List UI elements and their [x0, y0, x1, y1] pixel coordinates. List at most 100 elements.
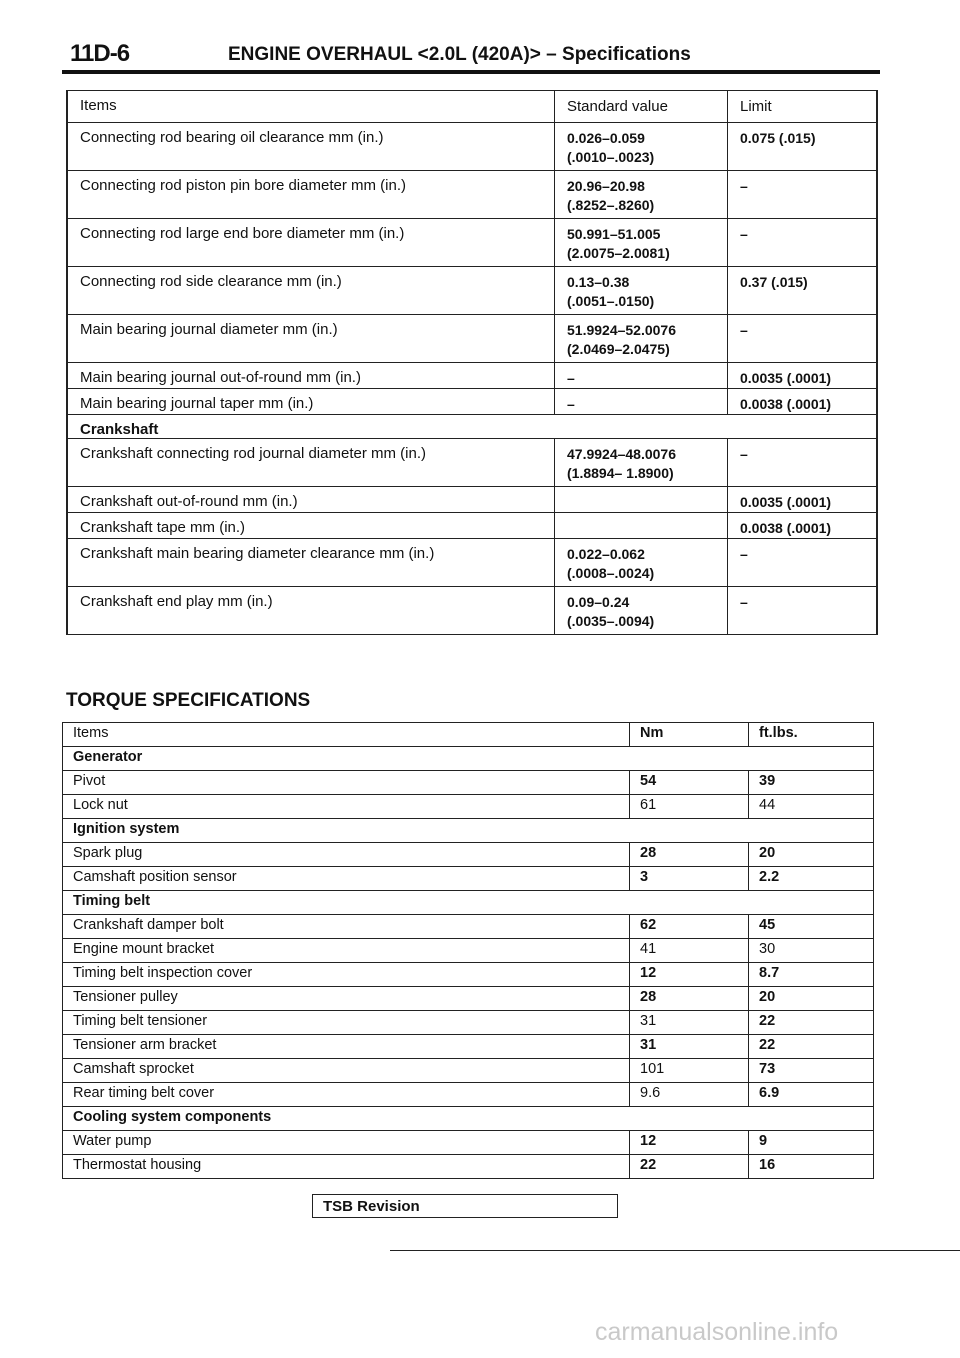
torque-section-label: Generator	[62, 746, 874, 771]
torque-section-row: Cooling system components	[62, 1106, 874, 1131]
spec-limit: –	[727, 438, 878, 487]
spec-standard-value: 0.022–0.062 (.0008–.0024)	[554, 538, 728, 587]
torque-nm: 101	[629, 1058, 749, 1083]
spec-row: Crankshaft out-of-round mm (in.) 0.0035 (…	[66, 486, 878, 513]
spec-row: Main bearing journal taper mm (in.)–0.00…	[66, 388, 878, 415]
torque-item: Crankshaft damper bolt	[62, 914, 630, 939]
torque-item: Timing belt inspection cover	[62, 962, 630, 987]
torque-ftlbs: 9	[748, 1130, 874, 1155]
torque-nm: 12	[629, 1130, 749, 1155]
torque-nm: 28	[629, 986, 749, 1011]
torque-nm: 54	[629, 770, 749, 795]
spec-item: Crankshaft end play mm (in.)	[66, 586, 555, 635]
torque-item: Water pump	[62, 1130, 630, 1155]
spec-section-label: Crankshaft	[66, 414, 878, 439]
spec-section-row: Crankshaft	[66, 414, 878, 439]
torque-ftlbs: 39	[748, 770, 874, 795]
torque-section-row: Generator	[62, 746, 874, 771]
torque-ftlbs: 6.9	[748, 1082, 874, 1107]
spec-item: Crankshaft out-of-round mm (in.)	[66, 486, 555, 513]
torque-nm: 12	[629, 962, 749, 987]
torque-nm: 41	[629, 938, 749, 963]
torque-section-label: Cooling system components	[62, 1106, 874, 1131]
spec-standard-value	[554, 512, 728, 539]
spec-row: Connecting rod side clearance mm (in.)0.…	[66, 266, 878, 315]
spec-row: Crankshaft connecting rod journal diamet…	[66, 438, 878, 487]
spec-standard-value: 0.09–0.24 (.0035–.0094)	[554, 586, 728, 635]
torque-section-label: Ignition system	[62, 818, 874, 843]
torque-header-cell: Nm	[629, 722, 749, 747]
footer-rule	[390, 1250, 960, 1251]
spec-limit: –	[727, 218, 878, 267]
torque-item: Timing belt tensioner	[62, 1010, 630, 1035]
spec-standard-value	[554, 486, 728, 513]
spec-limit: 0.0035 (.0001)	[727, 486, 878, 513]
spec-header-cell: Standard value	[554, 90, 728, 123]
torque-item: Pivot	[62, 770, 630, 795]
page-title: ENGINE OVERHAUL <2.0L (420A)> – Specific…	[228, 44, 691, 65]
spec-limit: –	[727, 538, 878, 587]
spec-limit: –	[727, 170, 878, 219]
spec-limit: 0.0038 (.0001)	[727, 388, 878, 415]
torque-nm: 3	[629, 866, 749, 891]
spec-item: Connecting rod piston pin bore diameter …	[66, 170, 555, 219]
torque-item: Engine mount bracket	[62, 938, 630, 963]
spec-limit: –	[727, 586, 878, 635]
spec-item: Connecting rod large end bore diameter m…	[66, 218, 555, 267]
torque-ftlbs: 73	[748, 1058, 874, 1083]
torque-header-cell: ft.lbs.	[748, 722, 874, 747]
spec-row: Connecting rod bearing oil clearance mm …	[66, 122, 878, 171]
page-number: 11D-6	[70, 40, 130, 67]
torque-section-row: Timing belt	[62, 890, 874, 915]
spec-item: Crankshaft connecting rod journal diamet…	[66, 438, 555, 487]
torque-nm: 31	[629, 1034, 749, 1059]
spec-limit: 0.37 (.015)	[727, 266, 878, 315]
spec-row: Crankshaft main bearing diameter clearan…	[66, 538, 878, 587]
torque-ftlbs: 22	[748, 1010, 874, 1035]
spec-limit: 0.0035 (.0001)	[727, 362, 878, 389]
spec-item: Main bearing journal diameter mm (in.)	[66, 314, 555, 363]
torque-item: Lock nut	[62, 794, 630, 819]
torque-ftlbs: 16	[748, 1154, 874, 1179]
header-rule	[62, 70, 880, 74]
spec-header-cell: Limit	[727, 90, 878, 123]
spec-standard-value: –	[554, 362, 728, 389]
spec-item: Main bearing journal taper mm (in.)	[66, 388, 555, 415]
torque-item: Thermostat housing	[62, 1154, 630, 1179]
spec-row: Crankshaft tape mm (in.)0.0038 (.0001)	[66, 512, 878, 539]
watermark: carmanualsonline.info	[595, 1318, 839, 1346]
spec-limit: 0.075 (.015)	[727, 122, 878, 171]
spec-row: Crankshaft end play mm (in.)0.09–0.24 (.…	[66, 586, 878, 635]
torque-nm: 62	[629, 914, 749, 939]
spec-standard-value: 51.9924–52.0076 (2.0469–2.0475)	[554, 314, 728, 363]
torque-nm: 61	[629, 794, 749, 819]
spec-row: Connecting rod large end bore diameter m…	[66, 218, 878, 267]
torque-section-row: Ignition system	[62, 818, 874, 843]
spec-item: Crankshaft main bearing diameter clearan…	[66, 538, 555, 587]
torque-ftlbs: 30	[748, 938, 874, 963]
spec-item: Crankshaft tape mm (in.)	[66, 512, 555, 539]
spec-row: Connecting rod piston pin bore diameter …	[66, 170, 878, 219]
spec-standard-value: 0.13–0.38 (.0051–.0150)	[554, 266, 728, 315]
torque-item: Spark plug	[62, 842, 630, 867]
torque-item: Tensioner arm bracket	[62, 1034, 630, 1059]
torque-header-cell: Items	[62, 722, 630, 747]
torque-section-label: Timing belt	[62, 890, 874, 915]
torque-item: Rear timing belt cover	[62, 1082, 630, 1107]
torque-nm: 22	[629, 1154, 749, 1179]
